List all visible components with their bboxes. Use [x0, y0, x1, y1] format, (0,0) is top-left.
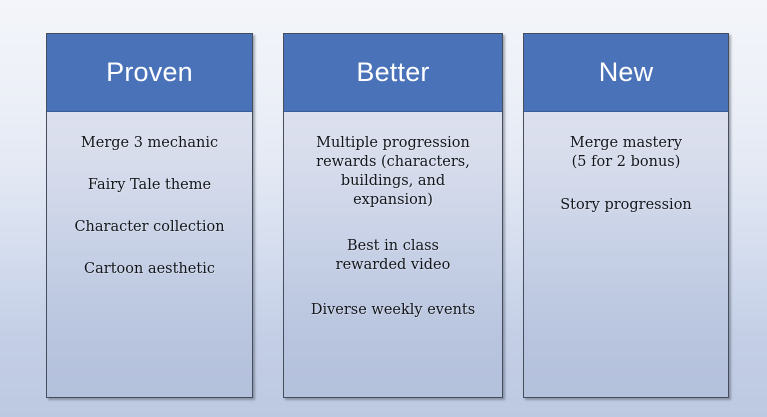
list-item: Merge mastery (5 for 2 bonus) — [569, 135, 683, 171]
column-card-better[interactable]: Better Multiple progression rewards (cha… — [283, 33, 503, 398]
column-card-new[interactable]: New Merge mastery (5 for 2 bonus) Story … — [523, 33, 729, 398]
feature-list-new: Merge mastery (5 for 2 bonus) Story prog… — [530, 134, 722, 215]
column-header-proven: Proven — [47, 34, 252, 112]
column-body-proven: Merge 3 mechanic Fairy Tale theme Charac… — [47, 112, 252, 397]
list-item: Merge 3 mechanic — [80, 135, 219, 151]
feature-list-better: Multiple progression rewards (characters… — [290, 134, 496, 320]
list-item: Story progression — [560, 197, 692, 214]
list-item: Diverse weekly events — [310, 301, 476, 318]
list-item: Multiple progression rewards (characters… — [316, 135, 470, 209]
column-title-better: Better — [356, 56, 430, 87]
column-body-better: Multiple progression rewards (characters… — [284, 112, 502, 397]
list-item: Cartoon aesthetic — [84, 261, 215, 278]
column-title-proven: Proven — [106, 56, 193, 87]
column-body-new: Merge mastery (5 for 2 bonus) Story prog… — [524, 112, 728, 397]
list-item: Character collection — [74, 219, 225, 236]
column-header-new: New — [524, 34, 728, 112]
column-card-proven[interactable]: Proven Merge 3 mechanic Fairy Tale theme… — [46, 33, 253, 398]
list-item: Best in class rewarded video — [335, 237, 451, 273]
feature-list-proven: Merge 3 mechanic Fairy Tale theme Charac… — [53, 134, 246, 280]
column-title-new: New — [598, 56, 654, 87]
list-item: Fairy Tale theme — [87, 177, 212, 194]
column-header-better: Better — [284, 34, 502, 112]
